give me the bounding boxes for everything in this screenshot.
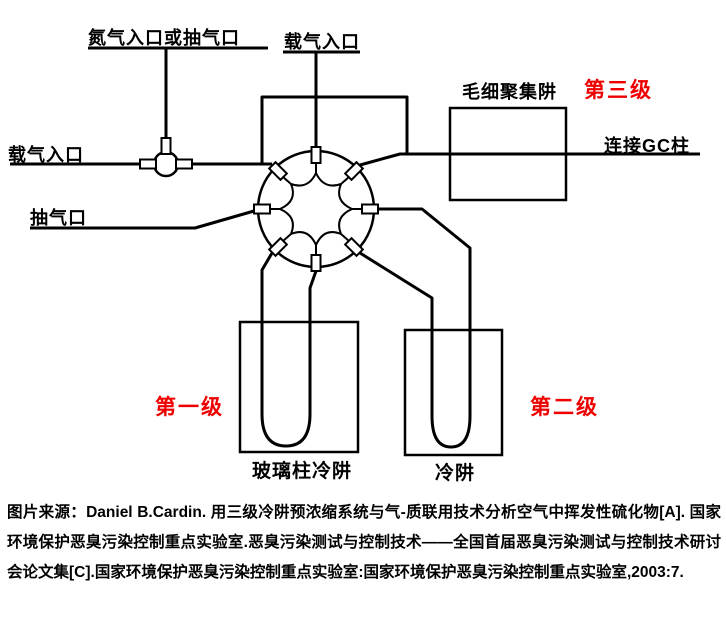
- label-stage2: 第二级: [530, 396, 599, 419]
- port-fitting-sw: [267, 236, 289, 258]
- tube-gc-column: [359, 152, 700, 167]
- tube-bypass-top: [260, 95, 409, 164]
- tube-right-trap-loop: [359, 207, 472, 449]
- figure-caption: 图片来源：Daniel B.Cardin. 用三级冷阱预浓缩系统与气-质联用技术…: [7, 504, 721, 582]
- label-stage3: 第三级: [584, 79, 653, 102]
- three-way-valve-body: [152, 150, 180, 178]
- label-cold-trap: 冷阱: [435, 463, 476, 484]
- label-glass-trap: 玻璃柱冷阱: [252, 461, 353, 482]
- port-fitting-se: [343, 236, 365, 258]
- valve-fitting-top: [160, 137, 172, 155]
- port-fitting-ne: [343, 160, 365, 182]
- label-stage1: 第一级: [155, 396, 224, 419]
- capillary-trap-box: [448, 106, 568, 202]
- label-pump-port: 抽气口: [30, 208, 87, 228]
- valve-fitting-right: [175, 158, 193, 170]
- port-fitting-e: [361, 203, 379, 215]
- glass-trap-box: [238, 320, 360, 454]
- label-capillary-trap: 毛细聚集阱: [462, 82, 557, 102]
- tube-carrier-top: [283, 50, 360, 147]
- label-gc-column: 连接GC柱: [604, 136, 690, 156]
- tube-left-trap-loop: [260, 252, 318, 448]
- label-carrier-gas-left: 载气入口: [8, 145, 84, 165]
- port-fitting-n: [310, 146, 322, 164]
- tube-pump-port: [30, 209, 255, 230]
- tube-nitrogen-inlet: [88, 46, 268, 140]
- port-fitting-w: [253, 203, 271, 215]
- port-fitting-s: [310, 254, 322, 272]
- label-carrier-gas-top: 载气入口: [284, 32, 360, 52]
- rotor-port-stems: [270, 163, 362, 255]
- label-nitrogen-inlet: 氮气入口或抽气口: [88, 28, 240, 48]
- preconcentrator-diagram: [10, 46, 700, 457]
- cold-trap-box: [403, 328, 504, 457]
- port-fitting-nw: [267, 160, 289, 182]
- valve-fitting-left: [139, 158, 157, 170]
